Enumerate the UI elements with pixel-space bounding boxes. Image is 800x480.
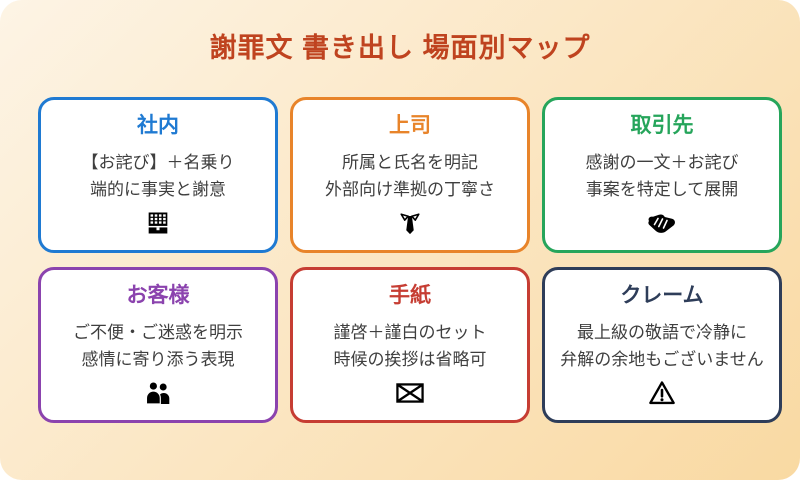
card-line-2: 外部向け準拠の丁寧さ xyxy=(325,179,495,199)
card-line-1: 謹啓＋謹白のセット xyxy=(333,323,487,343)
card-line-2: 時候の挨拶は省略可 xyxy=(333,349,487,369)
card-title: 上司 xyxy=(389,114,431,137)
card-description: 感謝の一文＋お詫び 事案を特定して展開 xyxy=(586,150,739,203)
handshake-icon xyxy=(645,208,679,238)
card-line-1: ご不便・ご迷惑を明示 xyxy=(73,323,243,343)
card-letter: 手紙 謹啓＋謹白のセット 時候の挨拶は省略可 xyxy=(290,267,530,423)
card-title: 手紙 xyxy=(389,284,431,307)
card-title: クレーム xyxy=(620,284,704,307)
card-line-2: 事案を特定して展開 xyxy=(585,179,739,199)
card-description: 謹啓＋謹白のセット 時候の挨拶は省略可 xyxy=(334,320,487,373)
card-description: 【お詫び】＋名乗り 端的に事実と謝意 xyxy=(82,150,235,203)
card-line-1: 最上級の敬語で冷静に xyxy=(577,323,747,343)
card-line-1: 【お詫び】＋名乗り xyxy=(81,153,235,173)
warning-icon xyxy=(647,378,677,408)
card-line-2: 感情に寄り添う表現 xyxy=(81,349,235,369)
envelope-icon xyxy=(394,378,426,408)
card-grid: 社内 【お詫び】＋名乗り 端的に事実と謝意 xyxy=(38,97,782,423)
card-line-1: 所属と氏名を明記 xyxy=(342,153,478,173)
card-title: 取引先 xyxy=(630,114,694,137)
card-description: ご不便・ご迷惑を明示 感情に寄り添う表現 xyxy=(73,320,243,373)
card-client: 取引先 感謝の一文＋お詫び 事案を特定して展開 xyxy=(542,97,782,253)
two-people-icon xyxy=(143,378,173,408)
necktie-icon xyxy=(396,208,424,238)
card-line-1: 感謝の一文＋お詫び xyxy=(585,153,739,173)
card-boss: 上司 所属と氏名を明記 外部向け準拠の丁寧さ xyxy=(290,97,530,253)
card-title: お客様 xyxy=(126,284,190,307)
card-internal: 社内 【お詫び】＋名乗り 端的に事実と謝意 xyxy=(38,97,278,253)
card-title: 社内 xyxy=(137,114,179,137)
card-customer: お客様 ご不便・ご迷惑を明示 感情に寄り添う表現 xyxy=(38,267,278,423)
office-building-icon xyxy=(144,208,172,238)
card-description: 所属と氏名を明記 外部向け準拠の丁寧さ xyxy=(325,150,495,203)
card-line-2: 端的に事実と謝意 xyxy=(90,179,226,199)
card-description: 最上級の敬語で冷静に 弁解の余地もございません xyxy=(560,320,764,373)
card-line-2: 弁解の余地もございません xyxy=(560,349,764,369)
page-title: 謝罪文 書き出し 場面別マップ xyxy=(209,33,591,63)
card-complaint: クレーム 最上級の敬語で冷静に 弁解の余地もございません xyxy=(542,267,782,423)
